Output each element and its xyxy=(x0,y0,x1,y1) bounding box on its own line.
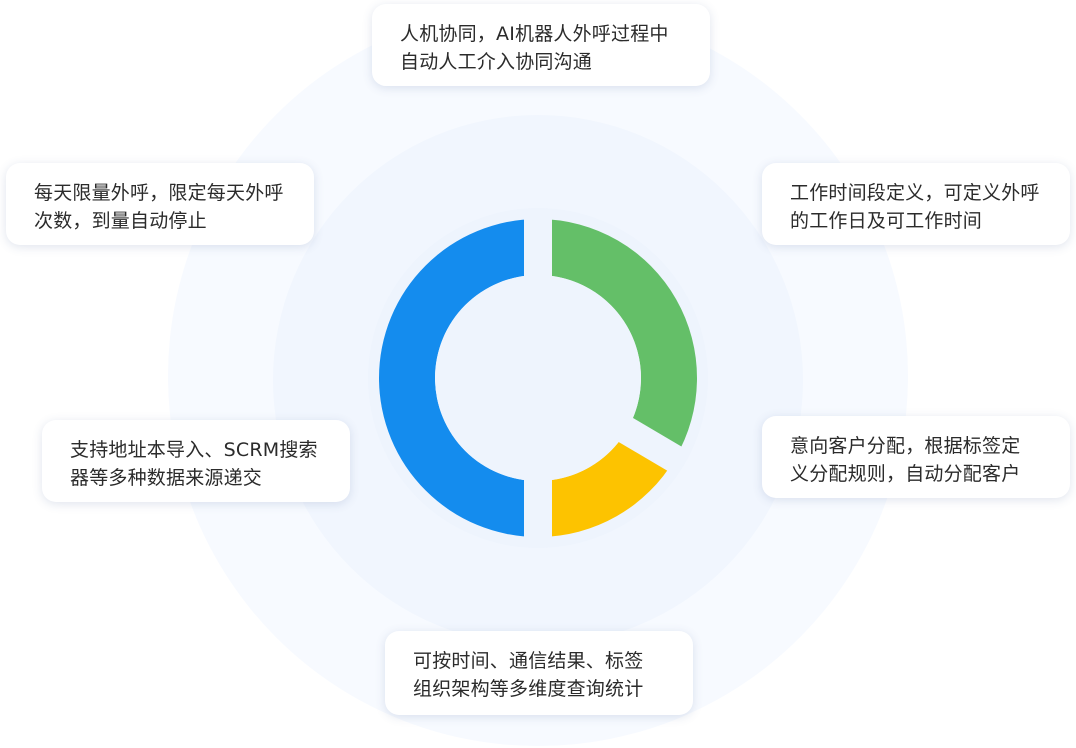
feature-text-line: 的工作日及可工作时间 xyxy=(790,210,983,232)
feature-text-line: 自动人工介入协同沟通 xyxy=(400,51,593,73)
donut-segment-green xyxy=(538,219,697,459)
feature-text-line: 义分配规则，自动分配客户 xyxy=(790,463,1021,485)
feature-card-statistics-query: 可按时间、通信结果、标签 组织架构等多维度查询统计 xyxy=(385,631,693,715)
donut-segment-yellow xyxy=(538,430,675,537)
donut-hole xyxy=(435,275,641,481)
feature-card-human-collaboration: 人机协同，AI机器人外呼过程中 自动人工介入协同沟通 xyxy=(372,4,710,86)
donut-segment-gap xyxy=(616,416,686,474)
feature-card-work-hours: 工作时间段定义，可定义外呼 的工作日及可工作时间 xyxy=(762,163,1070,245)
feature-text-line: 人机协同，AI机器人外呼过程中 xyxy=(400,23,669,45)
feature-text-line: 可按时间、通信结果、标签 xyxy=(413,650,644,672)
donut-segment-blue xyxy=(379,219,538,537)
feature-text-line: 意向客户分配，根据标签定 xyxy=(790,435,1021,457)
feature-text-line: 每天限量外呼，限定每天外呼 xyxy=(34,182,284,204)
feature-text-line: 器等多种数据来源递交 xyxy=(70,467,263,489)
feature-text-line: 工作时间段定义，可定义外呼 xyxy=(790,182,1040,204)
feature-card-daily-limit: 每天限量外呼，限定每天外呼 次数，到量自动停止 xyxy=(6,163,314,245)
feature-card-customer-assignment: 意向客户分配，根据标签定 义分配规则，自动分配客户 xyxy=(762,416,1070,498)
feature-text-line: 组织架构等多维度查询统计 xyxy=(413,678,644,700)
feature-text-line: 支持地址本导入、SCRM搜索 xyxy=(70,439,318,461)
feature-card-data-import: 支持地址本导入、SCRM搜索 器等多种数据来源递交 xyxy=(42,420,350,502)
feature-text-line: 次数，到量自动停止 xyxy=(34,210,207,232)
